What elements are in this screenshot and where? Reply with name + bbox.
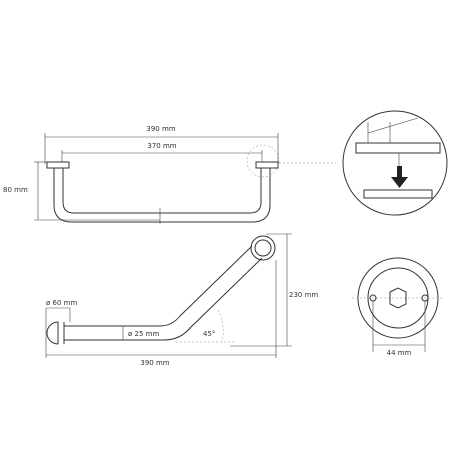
detail-callout-circle	[246, 144, 280, 178]
angle-arc	[217, 309, 224, 343]
dim-label-depth: 80 mm	[3, 186, 28, 194]
bar-inner	[62, 168, 262, 214]
flange-top-inner	[254, 239, 272, 257]
arrow-down-icon	[391, 166, 408, 188]
flange-top-outer	[250, 235, 276, 261]
dim-label-flange-diameter: ø 60 mm	[46, 299, 77, 307]
dim-label-hole-spacing: 44 mm	[387, 349, 412, 357]
top-view: 390 mm 370 mm 80 mm	[3, 125, 336, 224]
detail-view	[342, 110, 448, 216]
flange-left	[46, 161, 70, 169]
dim-label-inner-width: 370 mm	[147, 142, 176, 150]
angled-bar-top	[64, 245, 253, 327]
mount-plate	[355, 142, 441, 154]
flange-bottom	[363, 189, 433, 199]
dim-label-width: 390 mm	[140, 359, 169, 367]
dim-label-height: 230 mm	[289, 291, 318, 299]
flange-view: 44 mm	[352, 257, 444, 357]
angled-view: ø 60 mm ø 25 mm 45° 230 mm 390 mm	[45, 233, 318, 367]
wall-curve	[367, 117, 419, 134]
flange-right	[255, 161, 279, 169]
hex-center-icon	[389, 287, 407, 309]
detail-circle	[342, 110, 448, 216]
dim-label-overall-width: 390 mm	[146, 125, 175, 133]
flange-side-left	[46, 321, 59, 345]
dim-label-angle: 45°	[203, 330, 215, 338]
dim-label-tube-diameter: ø 25 mm	[128, 330, 159, 338]
bar-outer	[53, 168, 271, 223]
angled-bar-bottom	[64, 257, 263, 341]
